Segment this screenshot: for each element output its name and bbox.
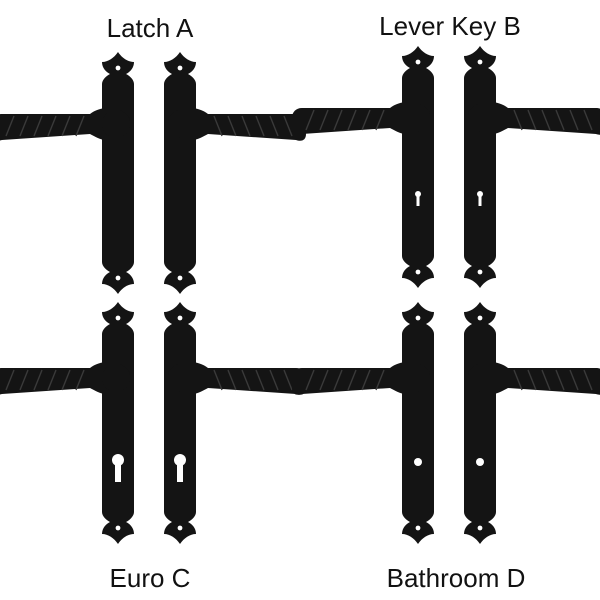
spindle-hole-icon — [414, 458, 422, 466]
euro-c-handle-left — [0, 302, 134, 544]
label-latch-a: Latch A — [106, 13, 194, 43]
lever-key-b-handle-left — [291, 46, 434, 288]
spindle-hole-icon — [476, 458, 484, 466]
lever-key-b-handle-right — [464, 46, 600, 288]
label-bathroom-d: Bathroom D — [386, 563, 526, 593]
label-lever-key-b: Lever Key B — [379, 11, 521, 41]
bathroom-d-handle-left — [291, 302, 434, 544]
euro-cylinder-hole-icon — [112, 454, 124, 482]
latch-a-handle-right — [164, 52, 306, 294]
euro-cylinder-hole-icon — [174, 454, 186, 482]
euro-c-handle-right — [164, 302, 306, 544]
latch-a-handle-left — [0, 52, 134, 294]
keyhole-icon — [415, 191, 421, 206]
bathroom-d-handle-right — [464, 302, 600, 544]
label-euro-c: Euro C — [109, 563, 191, 593]
keyhole-icon — [477, 191, 483, 206]
